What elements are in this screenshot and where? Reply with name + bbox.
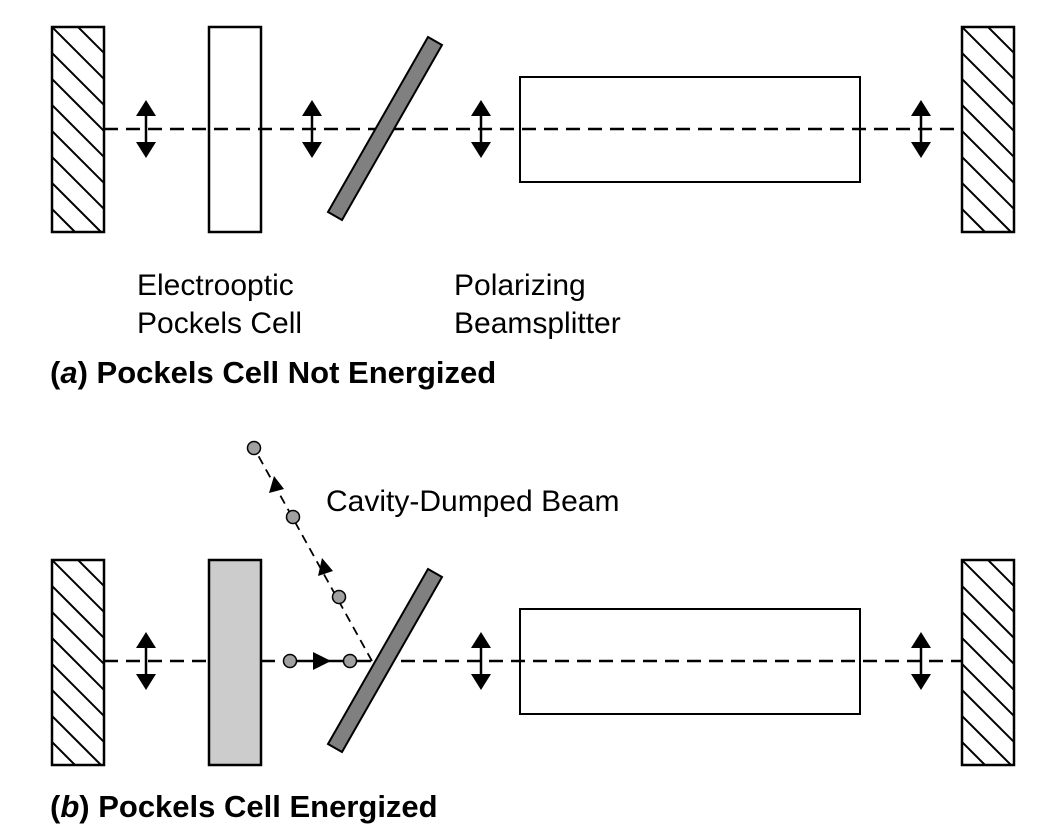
caption-b-text: Pockels Cell Energized bbox=[98, 789, 437, 824]
polarization-arrow-a1 bbox=[136, 100, 156, 158]
splitter-label-line1: Polarizing bbox=[454, 269, 586, 302]
polarization-dot-1 bbox=[282, 653, 298, 669]
dumped-beam-label: Cavity-Dumped Beam bbox=[326, 485, 619, 518]
panel-b: Cavity-Dumped Beam (b) Pockels Cell Ener… bbox=[50, 440, 1016, 824]
polarization-arrow-a4 bbox=[911, 100, 931, 158]
caption-a-letter: a bbox=[60, 355, 77, 390]
polarization-dot-5 bbox=[246, 440, 262, 456]
polarizing-beamsplitter-b bbox=[326, 567, 444, 754]
forward-beam-arrow bbox=[313, 652, 331, 670]
pockels-label-line2: Pockels Cell bbox=[137, 307, 302, 340]
polarization-dot-2 bbox=[342, 653, 358, 669]
dumped-beam-arrow-upper bbox=[269, 476, 284, 493]
right-mirror-a bbox=[960, 25, 1016, 234]
left-mirror-a bbox=[50, 25, 106, 234]
left-mirror-b bbox=[50, 558, 106, 767]
splitter-label-line2: Beamsplitter bbox=[454, 307, 621, 340]
caption-b: (b) Pockels Cell Energized bbox=[50, 789, 438, 824]
polarization-dot-3 bbox=[331, 589, 347, 605]
polarization-arrow-a2 bbox=[302, 100, 322, 158]
right-mirror-b bbox=[960, 558, 1016, 767]
pockels-label-line1: Electrooptic bbox=[137, 269, 294, 302]
polarizing-beamsplitter-a bbox=[326, 35, 444, 222]
dumped-beam-path bbox=[253, 447, 373, 662]
polarization-arrow-a3 bbox=[471, 100, 491, 158]
panel-a: Electrooptic Pockels Cell Polarizing Bea… bbox=[50, 25, 1016, 390]
polarization-arrow-b3 bbox=[911, 632, 931, 690]
caption-b-letter: b bbox=[60, 789, 79, 824]
dumped-beam-arrow-lower bbox=[318, 558, 333, 576]
polarization-dot-4 bbox=[285, 509, 301, 525]
polarization-arrow-b2 bbox=[471, 632, 491, 690]
pockels-cell-b-energized bbox=[207, 558, 263, 767]
polarization-arrow-b1 bbox=[136, 632, 156, 690]
caption-a-text: Pockels Cell Not Energized bbox=[97, 355, 497, 390]
caption-a: (a) Pockels Cell Not Energized bbox=[50, 355, 496, 390]
